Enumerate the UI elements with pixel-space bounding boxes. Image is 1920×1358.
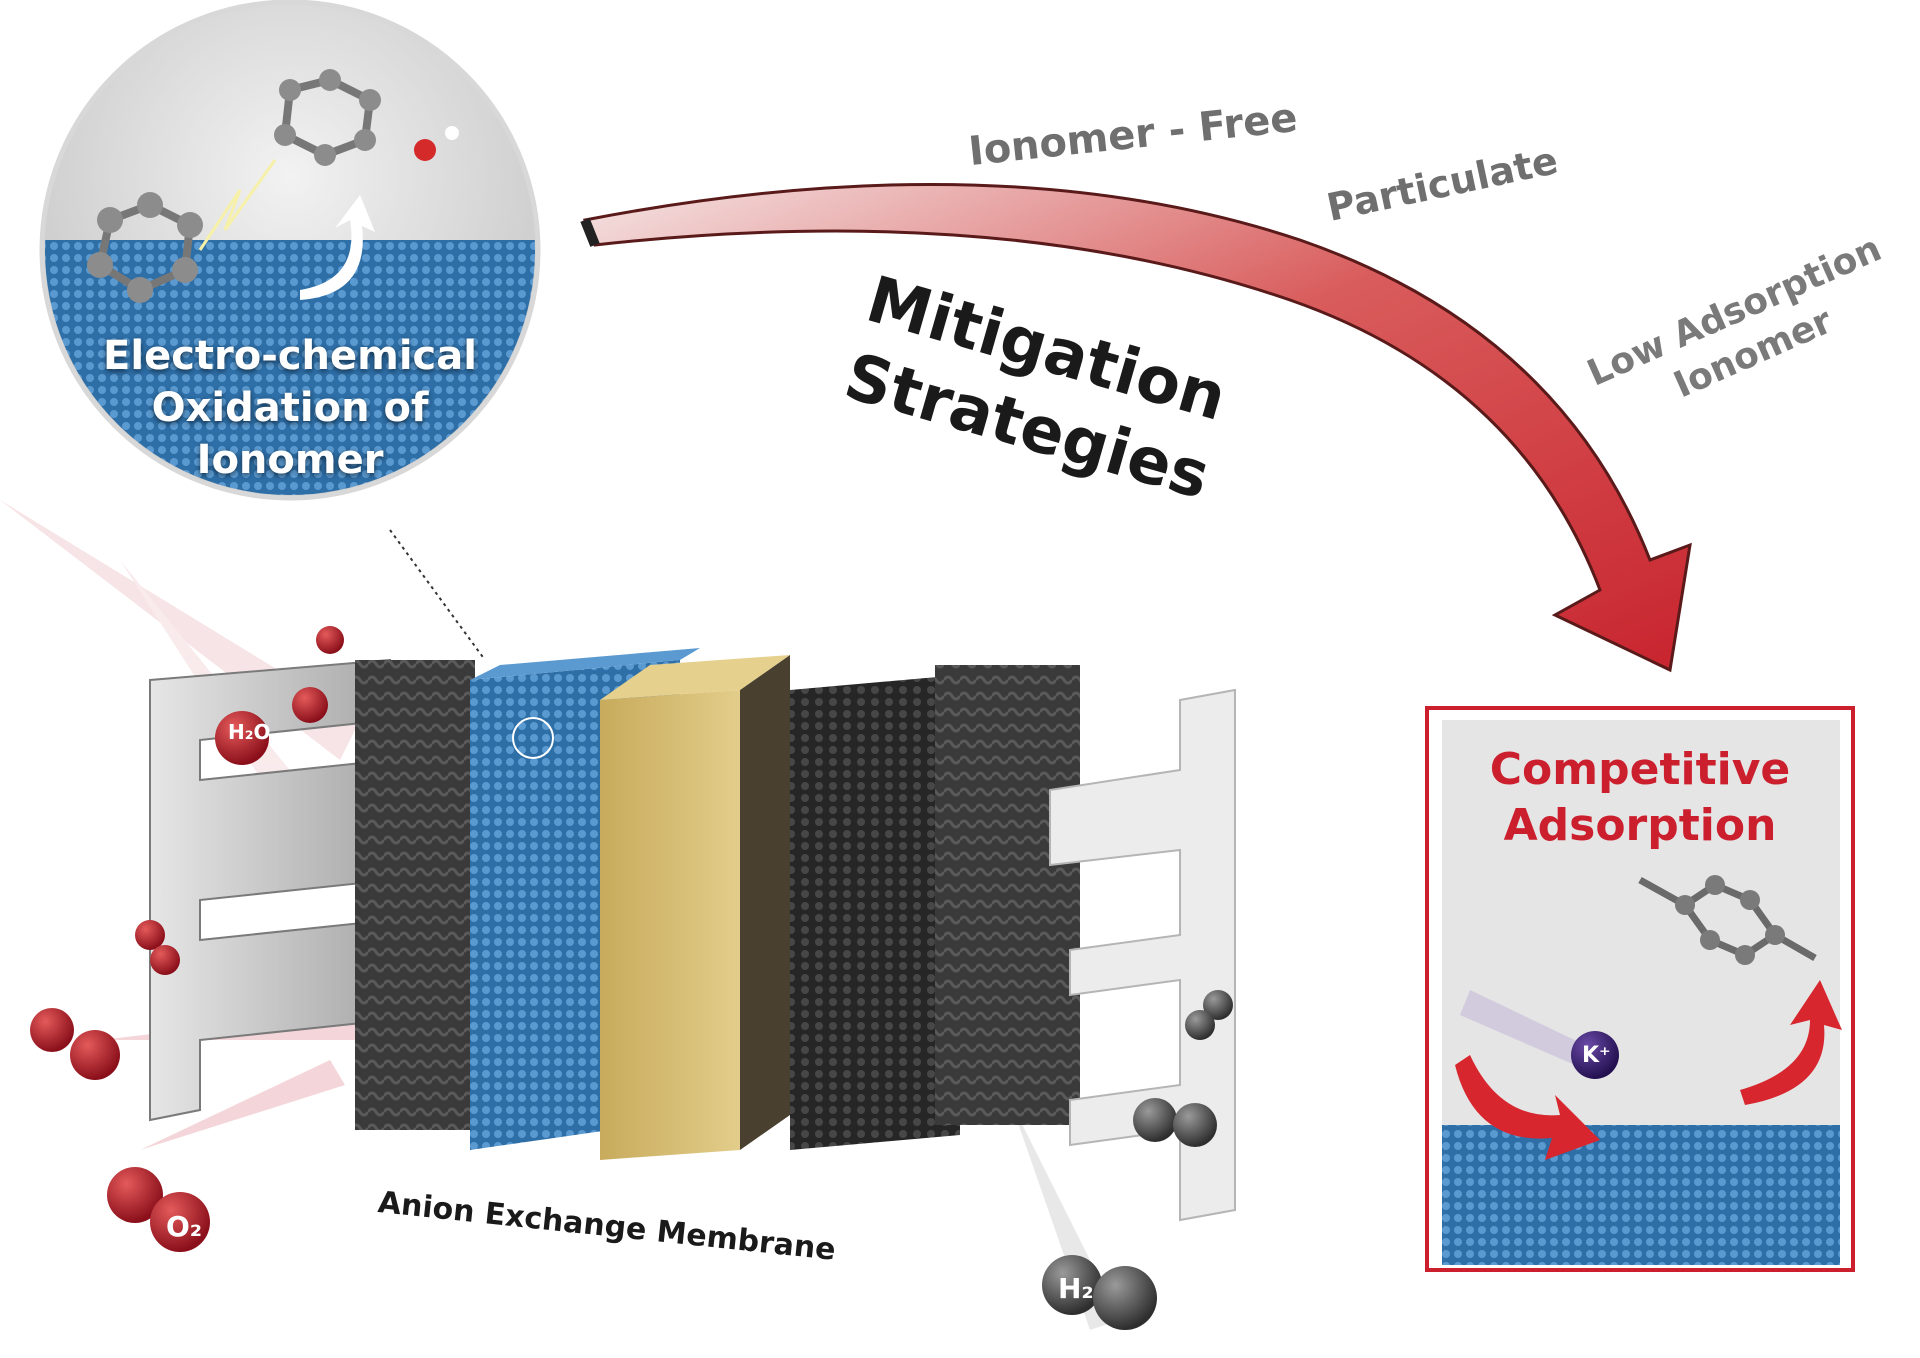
water-molecules bbox=[30, 626, 344, 1080]
curved-arrow-icon bbox=[300, 195, 375, 300]
inset-title: Electro-chemical Oxidation of Ionomer bbox=[103, 333, 477, 483]
potassium-ion bbox=[1571, 1031, 1619, 1079]
left-flow-plate bbox=[149, 658, 391, 1122]
right-flow-plate bbox=[1049, 688, 1236, 1222]
oxygen-label: O₂ bbox=[166, 1210, 203, 1243]
competitive-adsorption-title: Competitive Adsorption bbox=[1489, 744, 1791, 851]
carbon-atoms bbox=[87, 69, 381, 303]
cathode-catalyst-layer bbox=[790, 675, 960, 1150]
lightning-icon bbox=[198, 159, 277, 251]
right-gas-diffusion-layer bbox=[935, 665, 1080, 1125]
hydrogen-molecules bbox=[1042, 990, 1233, 1330]
catalyst-surface bbox=[1442, 1125, 1840, 1265]
potassium-label: K⁺ bbox=[1582, 1043, 1611, 1068]
zoom-marker bbox=[512, 717, 554, 759]
hydrogen-label: H₂ bbox=[1058, 1272, 1094, 1305]
competitive-adsorption-panel bbox=[1425, 706, 1855, 1272]
anion-exchange-membrane bbox=[600, 655, 790, 1160]
oxygen-atom bbox=[414, 139, 436, 161]
mitigation-arrow bbox=[580, 182, 1692, 673]
adsorb-arrow-icon bbox=[1455, 1055, 1600, 1160]
oxygen-molecule bbox=[107, 1167, 210, 1252]
hydrogen-atom bbox=[445, 126, 459, 140]
left-gas-diffusion-layer bbox=[355, 660, 475, 1130]
zoom-leader-line bbox=[389, 529, 486, 661]
desorb-arrow-icon bbox=[1740, 980, 1842, 1105]
water-label: H₂O bbox=[228, 720, 271, 744]
